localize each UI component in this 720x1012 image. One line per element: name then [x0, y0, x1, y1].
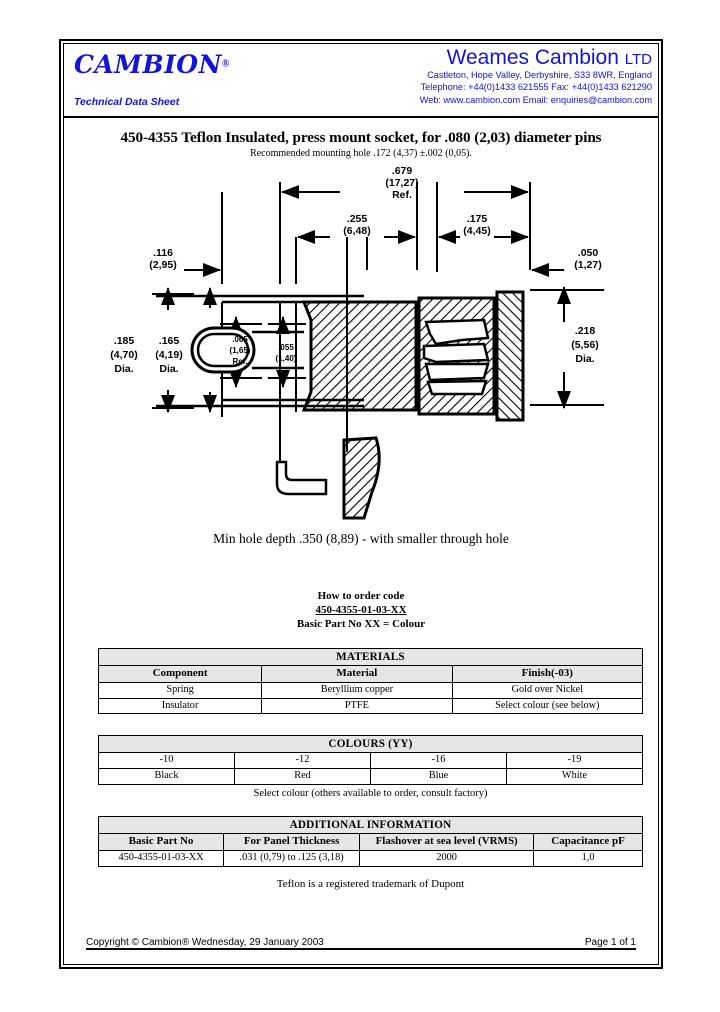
company-suffix: LTD	[624, 51, 652, 68]
dim-175-inch: .175	[467, 213, 488, 225]
table-row: -10 -12 -16 -19	[98, 752, 643, 769]
order-code-legend: Basic Part No XX = Colour	[296, 617, 426, 630]
addinfo-caption: ADDITIONAL INFORMATION	[98, 816, 643, 834]
dim-165-inch: .165	[159, 335, 180, 347]
document-footer: Copyright © Cambion® Wednesday, 29 Janua…	[86, 926, 636, 950]
table-caption-row: ADDITIONAL INFORMATION	[98, 816, 643, 834]
addinfo-header-flashover: Flashover at sea level (VRMS)	[359, 833, 535, 851]
company-web-email: Web: www.cambion.com Email: enquiries@ca…	[419, 94, 652, 105]
cambion-logo: CAMBION	[74, 50, 222, 79]
dim-679-note: Ref.	[392, 189, 412, 201]
page-subtitle: Recommended mounting hole .172 (4,37) ±.…	[250, 148, 472, 159]
materials-cell-finish-1: Select colour (see below)	[451, 697, 644, 715]
dim-679-mm: (17,27)	[385, 177, 418, 189]
dim-055-inch: .055	[278, 343, 294, 352]
colour-code-3: -19	[506, 752, 643, 769]
materials-header-finish: Finish(-03)	[451, 665, 644, 683]
order-code-block: How to order code 450-4355-01-03-XX Basi…	[64, 590, 658, 631]
company-name: Weames Cambion LTD	[322, 46, 652, 69]
dim-175-mm: (4,45)	[463, 225, 490, 237]
page-title: 450-4355 Teflon Insulated, press mount s…	[120, 129, 602, 146]
table-header-row: Component Material Finish(-03)	[97, 665, 644, 683]
table-row: Spring Beryllium copper Gold over Nickel	[97, 681, 644, 699]
title-block: 450-4355 Teflon Insulated, press mount s…	[64, 118, 658, 159]
data-sheet-page: CAMBION® Technical Data Sheet Weames Cam…	[59, 39, 663, 969]
table-header-row: Basic Part No For Panel Thickness Flasho…	[97, 833, 643, 851]
drawing-caption: Min hole depth .350 (8,89) - with smalle…	[213, 531, 509, 546]
table-caption-row: COLOURS (YY)	[98, 735, 643, 753]
addinfo-cell-capacitance: 1,0	[533, 849, 643, 867]
additional-information-table: ADDITIONAL INFORMATION Basic Part No For…	[97, 816, 643, 867]
dim-218-mm: (5,56)	[571, 339, 598, 351]
materials-caption: MATERIALS	[98, 648, 643, 666]
materials-cell-component-1: Insulator	[97, 697, 263, 715]
order-code-value: 450-4355-01-03-XX	[315, 603, 407, 616]
dim-050-inch: .050	[578, 247, 599, 259]
company-info-block: Weames Cambion LTD Castleton, Hope Valle…	[322, 46, 652, 106]
colour-code-1: -12	[234, 752, 371, 769]
footer-page-number: Page 1 of 1	[584, 937, 636, 948]
materials-header-component: Component	[97, 665, 263, 683]
dim-065-inch: .065	[232, 335, 248, 344]
colour-name-3: White	[506, 767, 643, 785]
company-name-text: Weames Cambion	[446, 46, 619, 69]
colours-note: Select colour (others available to order…	[253, 788, 488, 799]
addinfo-cell-flashover: 2000	[359, 849, 535, 867]
dim-165-mm: (4,19)	[155, 349, 182, 361]
company-address: Castleton, Hope Valley, Derbyshire, S33 …	[427, 70, 652, 81]
colour-name-0: Black	[98, 767, 235, 785]
table-caption-row: MATERIALS	[98, 648, 643, 666]
technical-data-sheet-label: Technical Data Sheet	[74, 96, 180, 108]
dim-065-note: Ref.	[232, 357, 247, 366]
trademark-note: Teflon is a registered trademark of Dupo…	[276, 878, 465, 890]
page-inner-border: CAMBION® Technical Data Sheet Weames Cam…	[63, 43, 659, 965]
dim-185-mm: (4,70)	[110, 349, 137, 361]
colour-code-0: -10	[98, 752, 235, 769]
dim-679-inch: .679	[392, 165, 413, 177]
registered-mark-icon: ®	[221, 58, 230, 70]
dim-055-mm: (1,40)	[276, 354, 297, 363]
dim-116-mm: (2,95)	[149, 259, 176, 271]
table-row: 450-4355-01-03-XX .031 (0,79) to .125 (3…	[97, 849, 643, 867]
colours-table: COLOURS (YY) -10 -12 -16 -19 Black Red B…	[98, 735, 643, 785]
colour-code-2: -16	[370, 752, 507, 769]
dim-165-note: Dia.	[159, 363, 178, 375]
dim-218-inch: .218	[575, 325, 596, 337]
materials-cell-material-1: PTFE	[261, 697, 453, 715]
dim-185-note: Dia.	[114, 363, 133, 375]
table-row: Black Red Blue White	[98, 767, 643, 785]
addinfo-header-part-no: Basic Part No	[97, 833, 225, 851]
materials-cell-component-0: Spring	[97, 681, 263, 699]
technical-drawing: .679 (17,27) Ref. .255 (6,48) .175 (4,45…	[64, 162, 664, 532]
materials-cell-finish-0: Gold over Nickel	[451, 681, 644, 699]
dim-255-inch: .255	[347, 213, 368, 225]
addinfo-header-capacitance: Capacitance pF	[533, 833, 643, 851]
dim-185-inch: .185	[114, 335, 135, 347]
dim-218-note: Dia.	[575, 353, 594, 365]
dim-065-mm: (1,65)	[230, 346, 251, 355]
materials-header-material: Material	[261, 665, 453, 683]
dim-255-mm: (6,48)	[343, 225, 370, 237]
addinfo-cell-part-no: 450-4355-01-03-XX	[97, 849, 225, 867]
document-header: CAMBION® Technical Data Sheet Weames Cam…	[64, 44, 658, 118]
addinfo-header-panel-thickness: For Panel Thickness	[223, 833, 361, 851]
colour-name-2: Blue	[370, 767, 507, 785]
footer-copyright: Copyright © Cambion® Wednesday, 29 Janua…	[86, 937, 324, 948]
addinfo-cell-panel-thickness: .031 (0,79) to .125 (3,18)	[223, 849, 361, 867]
brand-block-left: CAMBION® Technical Data Sheet	[74, 50, 374, 108]
company-phone: Telephone: +44(0)1433 621555 Fax: +44(0)…	[420, 82, 652, 93]
materials-cell-material-0: Beryllium copper	[261, 681, 453, 699]
colour-name-1: Red	[234, 767, 371, 785]
order-code-heading: How to order code	[317, 590, 405, 602]
dim-050-mm: (1,27)	[574, 259, 601, 271]
colours-caption: COLOURS (YY)	[98, 735, 643, 753]
materials-table: MATERIALS Component Material Finish(-03)…	[97, 648, 644, 715]
dim-116-inch: .116	[153, 247, 173, 259]
table-row: Insulator PTFE Select colour (see below)	[97, 697, 644, 715]
